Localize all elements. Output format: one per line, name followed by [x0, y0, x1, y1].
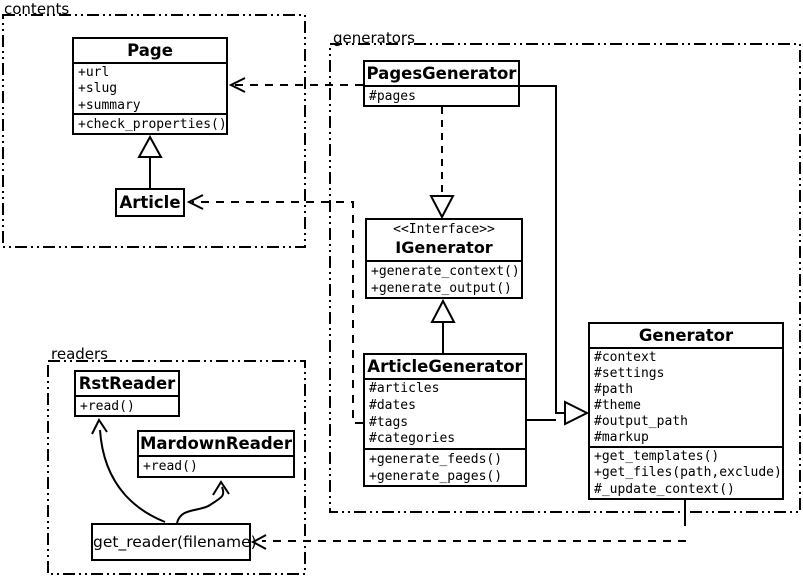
- class-igenerator-method: +generate_output(): [371, 280, 512, 296]
- contents-package-border: [2, 14, 306, 248]
- class-pagesgenerator-title: PagesGenerator: [366, 64, 517, 83]
- getreader-to-mardownreader-arrow: [176, 480, 230, 524]
- class-pagesgenerator-attribute: #pages: [369, 89, 416, 104]
- class-generator: Generator #context #settings #path #them…: [588, 322, 784, 500]
- class-generator-method: +get_templates(): [594, 449, 720, 464]
- class-mardownreader: MardownReader +read(): [137, 430, 295, 478]
- pagesgenerator-to-igenerator-realization-arrow: [429, 107, 455, 220]
- class-articlegenerator-attribute: #categories: [369, 431, 456, 447]
- class-page-attribute: +url: [78, 65, 110, 80]
- class-generator-attribute: #output_path: [594, 414, 688, 430]
- class-rstreader-method: +read(): [80, 399, 135, 414]
- class-page: Page +url +slug +summary +check_properti…: [72, 37, 228, 135]
- class-page-title: Page: [127, 41, 173, 60]
- class-igenerator-method: +generate_context(): [371, 264, 520, 279]
- class-page-attribute: +summary: [78, 97, 141, 113]
- pagesgenerator-to-page-dependency-arrow: [228, 77, 363, 93]
- class-pagesgenerator: PagesGenerator #pages: [363, 60, 520, 107]
- article-to-page-inheritance-arrow: [137, 134, 163, 188]
- articlegenerator-to-article-dependency-arrow: [186, 194, 363, 424]
- class-generator-attribute: #context: [594, 350, 657, 365]
- generators-package-border: [329, 43, 801, 513]
- generators-package-label: generators: [333, 29, 415, 47]
- class-articlegenerator-attribute: #dates: [369, 397, 416, 413]
- class-generator-attribute: #markup: [594, 430, 649, 446]
- contents-package-label: contents: [4, 0, 70, 18]
- class-generator-title: Generator: [638, 326, 734, 345]
- class-rstreader: RstReader +read(): [74, 370, 180, 417]
- get-reader-label: get_reader(filename): [93, 533, 257, 551]
- class-rstreader-title: RstReader: [78, 374, 176, 393]
- generators-to-generator-inheritance-arrow: [520, 85, 590, 426]
- class-generator-method: +get_files(path,exclude): [594, 465, 782, 481]
- class-articlegenerator-title: ArticleGenerator: [367, 357, 523, 376]
- class-generator-attribute: #settings: [594, 366, 665, 382]
- class-generator-attribute: #path: [594, 382, 634, 398]
- class-articlegenerator-method: +generate_pages(): [369, 469, 503, 484]
- readers-package-border: [47, 360, 306, 575]
- class-page-method: +check_properties(): [78, 117, 226, 132]
- class-generator-attribute: #theme: [594, 398, 641, 414]
- class-mardownreader-title: MardownReader: [140, 434, 292, 453]
- generator-to-getreader-dependency-arrow: [250, 500, 686, 550]
- class-page-attribute: +slug: [78, 81, 118, 97]
- class-article: Article: [115, 188, 185, 217]
- get-reader-box: get_reader(filename): [91, 523, 257, 561]
- class-articlegenerator-method: +generate_feeds(): [369, 452, 503, 467]
- class-articlegenerator-attribute: #articles: [369, 381, 440, 396]
- readers-package-label: readers: [51, 345, 108, 363]
- class-articlegenerator: ArticleGenerator #articles #dates #tags …: [363, 353, 527, 487]
- class-mardownreader-method: +read(): [143, 459, 198, 474]
- class-igenerator-title: IGenerator: [395, 238, 493, 257]
- class-igenerator-stereotype: <<Interface>>: [393, 222, 495, 237]
- getreader-to-rstreader-arrow: [91, 418, 166, 523]
- class-igenerator: <<Interface>> IGenerator +generate_conte…: [365, 218, 523, 299]
- class-generator-method: #_update_context(): [594, 481, 735, 497]
- class-articlegenerator-attribute: #tags: [369, 414, 409, 430]
- articlegenerator-to-igenerator-inheritance-arrow: [430, 298, 456, 353]
- class-article-title: Article: [119, 193, 181, 212]
